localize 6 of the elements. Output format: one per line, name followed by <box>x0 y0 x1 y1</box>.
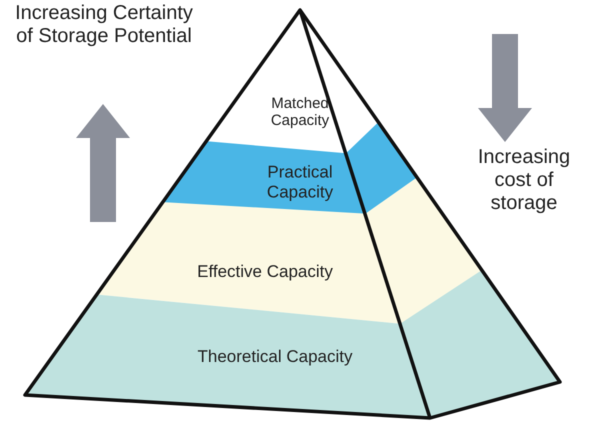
layer-label: Theoretical Capacity <box>196 347 354 367</box>
layer-label: Practical Capacity <box>266 162 334 202</box>
layer-label: Matched Capacity <box>270 94 330 130</box>
axis-note: Increasing cost of storage <box>476 146 572 215</box>
axis-note: Increasing Certainty of Storage Potential <box>14 2 194 48</box>
layer-label: Effective Capacity <box>196 262 334 282</box>
